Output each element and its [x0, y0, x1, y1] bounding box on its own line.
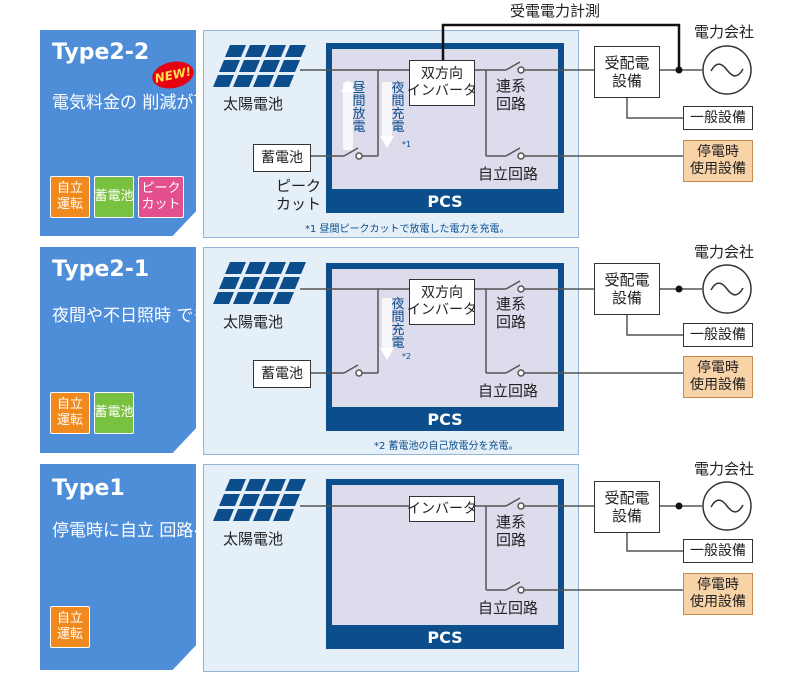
bidirectional-inverter-box: 双方向 インバータ	[407, 279, 477, 325]
footnote-2: *2 蓄電池の自己放電分を充電。	[374, 441, 519, 452]
nighttime-charge-label: 夜 間 充 電	[391, 297, 405, 351]
general-equipment-box: 一般設備	[683, 323, 753, 347]
solar-panel-icon	[213, 45, 306, 87]
peak-cut-label: ピーク カット	[276, 177, 322, 213]
tag-battery: 蓄電池	[94, 392, 134, 434]
pcs-label: PCS	[427, 410, 463, 429]
inverter-box: インバータ	[407, 496, 477, 522]
utility-label: 電力会社	[694, 460, 755, 478]
utility-label: 電力会社	[694, 23, 755, 41]
tag-battery: 蓄電池	[94, 176, 134, 218]
solar-label: 太陽電池	[223, 313, 284, 331]
self-sustaining-circuit-label: 自立回路	[478, 599, 539, 617]
tag-self-operation: 自立 運転	[50, 176, 90, 218]
grid-tie-circuit-label: 連系 回路	[496, 295, 527, 331]
tag-self-operation: 自立 運転	[50, 606, 90, 648]
nighttime-charge-label: 夜 間 充 電	[391, 81, 405, 135]
type2-2-card: Type2-2 電気料金の 削減が可能 自立 運転 蓄電池 ピーク カット	[40, 30, 196, 236]
charge-footnote-mark: *2	[402, 352, 412, 361]
type2-1-description: 夜間や不日照時 でも安定した 電力を供給。	[52, 306, 196, 326]
outage-equipment-box: 停電時 使用設備	[683, 356, 753, 398]
metering-label: 受電電力計測	[510, 2, 601, 20]
power-receiving-box: 受配電 設備	[594, 263, 660, 315]
battery-box: 蓄電池	[253, 360, 311, 388]
type1-description: 停電時に自立 回路へ。自動的に 電力を供給。	[52, 521, 196, 541]
pcs-label: PCS	[427, 628, 463, 647]
type2-2-title: Type2-2	[52, 40, 150, 65]
outage-equipment-box: 停電時 使用設備	[683, 573, 753, 615]
type2-1-title: Type2-1	[52, 257, 150, 282]
charge-footnote-mark: *1	[402, 140, 412, 149]
bidirectional-inverter-box: 双方向 インバータ	[407, 60, 477, 106]
power-receiving-box: 受配電 設備	[594, 46, 660, 98]
outage-equipment-box: 停電時 使用設備	[683, 140, 753, 182]
type2-1-card: Type2-1 夜間や不日照時 でも安定した 電力を供給。 自立 運転 蓄電池	[40, 247, 196, 453]
utility-label: 電力会社	[694, 243, 755, 261]
self-sustaining-circuit-label: 自立回路	[478, 382, 539, 400]
daytime-discharge-label: 昼 間 放 電	[352, 81, 366, 135]
solar-panel-icon	[213, 262, 306, 304]
type1-title: Type1	[52, 476, 125, 501]
tag-self-operation: 自立 運転	[50, 392, 90, 434]
solar-panel-icon	[213, 479, 306, 521]
battery-box: 蓄電池	[253, 144, 311, 172]
general-equipment-box: 一般設備	[683, 539, 753, 563]
grid-tie-circuit-label: 連系 回路	[496, 77, 527, 113]
pcs-label: PCS	[427, 192, 463, 211]
general-equipment-box: 一般設備	[683, 106, 753, 130]
grid-tie-circuit-label: 連系 回路	[496, 513, 527, 549]
solar-label: 太陽電池	[223, 530, 284, 548]
self-sustaining-circuit-label: 自立回路	[478, 165, 539, 183]
type1-card: Type1 停電時に自立 回路へ。自動的に 電力を供給。 自立 運転	[40, 464, 196, 670]
footnote-1: *1 昼間ピークカットで放電した電力を充電。	[305, 224, 510, 235]
power-receiving-box: 受配電 設備	[594, 481, 660, 533]
solar-label: 太陽電池	[223, 95, 284, 113]
type2-2-description: 電気料金の 削減が可能	[52, 93, 228, 113]
tag-peak-cut: ピーク カット	[138, 176, 184, 218]
